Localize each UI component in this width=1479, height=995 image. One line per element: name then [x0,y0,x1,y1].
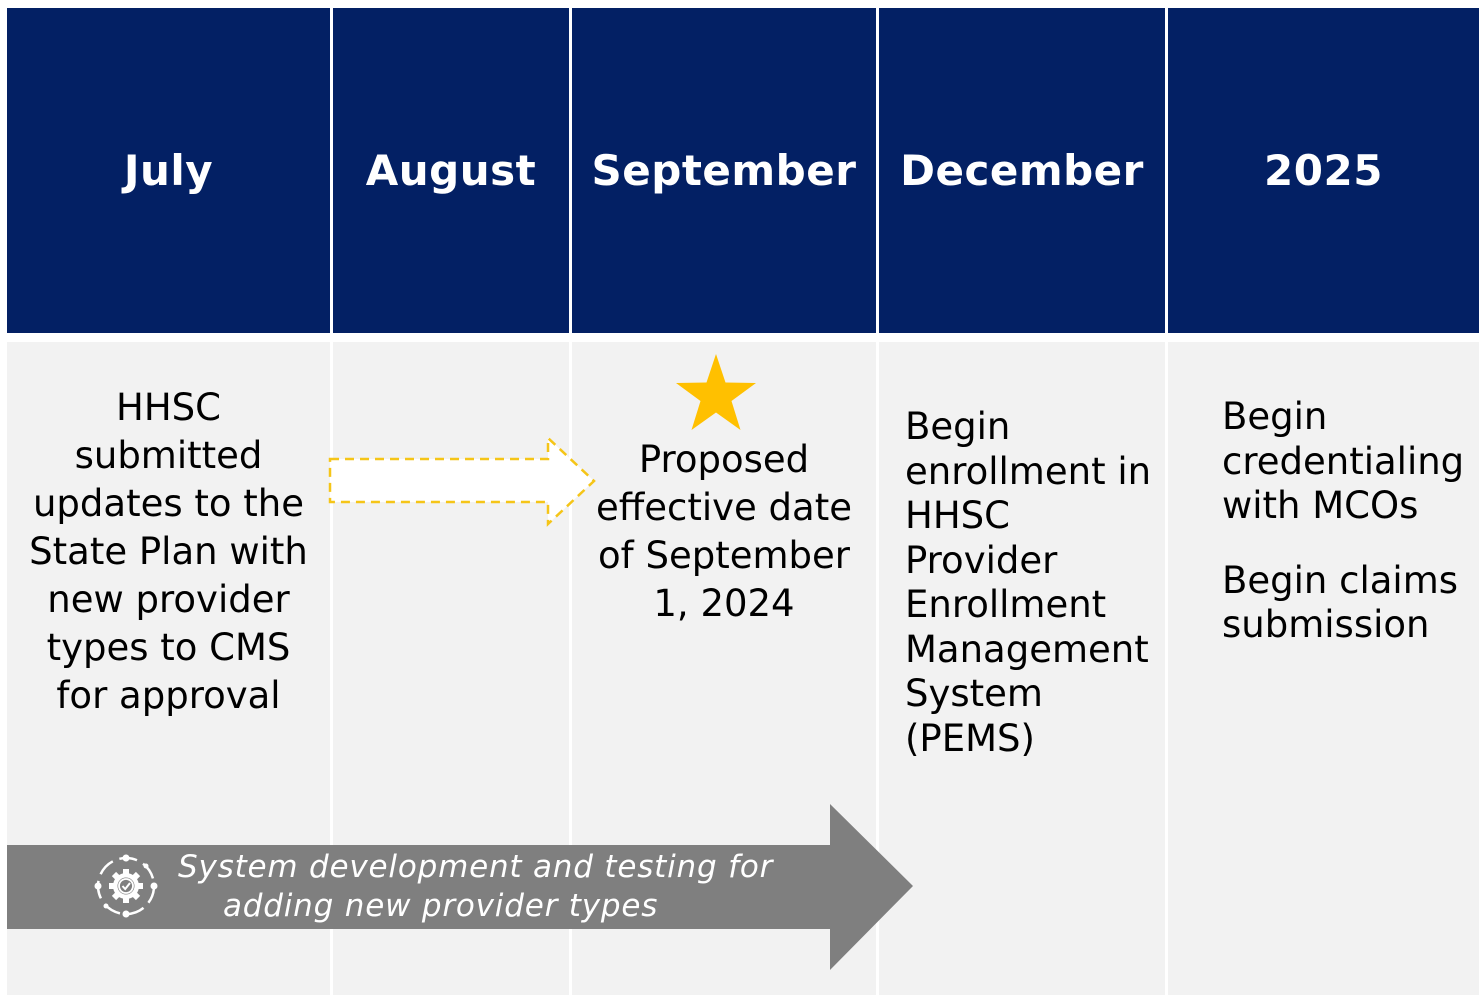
header-july: July [7,8,330,333]
process-bar-text: System development and testing for addin… [178,849,774,924]
year-2025-text: Begin credentialing with MCOs Begin clai… [1222,395,1465,646]
september-text: Proposed effective date of September 1, … [595,438,852,625]
december-text: Begin enrollment in HHSC Provider Enroll… [905,405,1152,760]
july-text: HHSC submitted updates to the State Plan… [29,386,308,717]
cell-2025 [1168,342,1479,995]
star-icon [676,354,756,430]
header-september: September [572,8,876,333]
cell-december [879,342,1165,995]
header-december: December [879,8,1165,333]
process-bar-arrow [7,804,913,970]
dashed-arrow-icon [328,435,596,527]
header-2025: 2025 [1168,8,1479,333]
header-august: August [333,8,569,333]
gear-cycle-icon [94,854,158,918]
